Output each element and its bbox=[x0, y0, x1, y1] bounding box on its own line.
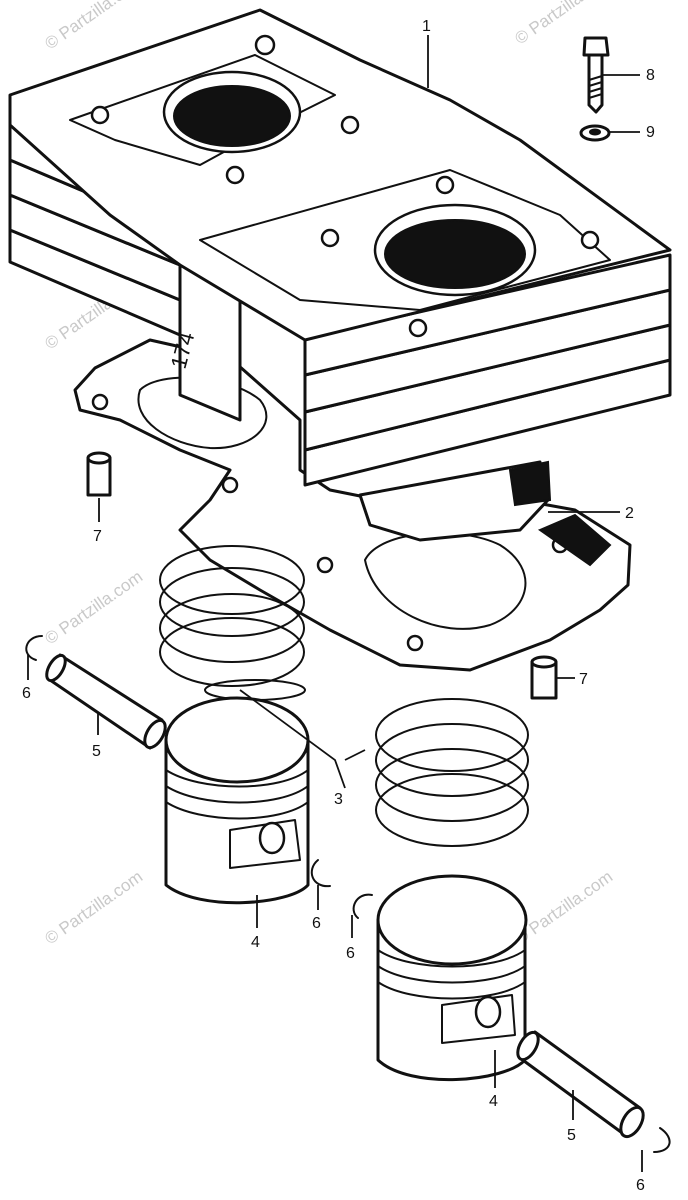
circlip bbox=[310, 859, 331, 888]
callout-1: 1 bbox=[422, 18, 431, 35]
piston-pin-left bbox=[45, 653, 167, 750]
leader-lines bbox=[27, 35, 643, 1172]
dowel-pin-left bbox=[86, 451, 112, 497]
bolt bbox=[582, 36, 610, 114]
callout-2: 2 bbox=[625, 505, 634, 522]
watermark: © Partzilla.com bbox=[41, 867, 146, 948]
callout-6: 6 bbox=[636, 1177, 645, 1194]
piston-rings-right bbox=[375, 698, 529, 847]
callout-4: 4 bbox=[251, 934, 260, 951]
cylinder-block: 174 bbox=[8, 8, 672, 542]
circlip bbox=[25, 635, 43, 661]
watermark: © Partzilla.com bbox=[41, 0, 146, 53]
callout-9: 9 bbox=[646, 124, 655, 141]
dowel-pin-right bbox=[530, 655, 558, 700]
callout-3: 3 bbox=[334, 791, 343, 808]
callouts: 1 2 3 4 4 5 5 6 6 6 6 7 7 8 9 bbox=[22, 18, 655, 1194]
washer bbox=[579, 124, 611, 142]
piston-right bbox=[376, 874, 528, 1082]
callout-7: 7 bbox=[579, 671, 588, 688]
circlip bbox=[653, 1127, 671, 1153]
callout-6: 6 bbox=[312, 915, 321, 932]
piston-rings-left bbox=[159, 545, 306, 701]
piston-pin-right bbox=[516, 1030, 645, 1139]
watermark: © Partzilla.com bbox=[511, 867, 616, 948]
callout-4: 4 bbox=[489, 1093, 498, 1110]
watermark: © Partzilla.com bbox=[41, 567, 146, 648]
callout-8: 8 bbox=[646, 67, 655, 84]
callout-6: 6 bbox=[346, 945, 355, 962]
callout-6: 6 bbox=[22, 685, 31, 702]
callout-5: 5 bbox=[567, 1127, 576, 1144]
callout-7: 7 bbox=[93, 528, 102, 545]
piston-left bbox=[164, 696, 310, 905]
callout-5: 5 bbox=[92, 743, 101, 760]
circlip bbox=[352, 893, 373, 919]
